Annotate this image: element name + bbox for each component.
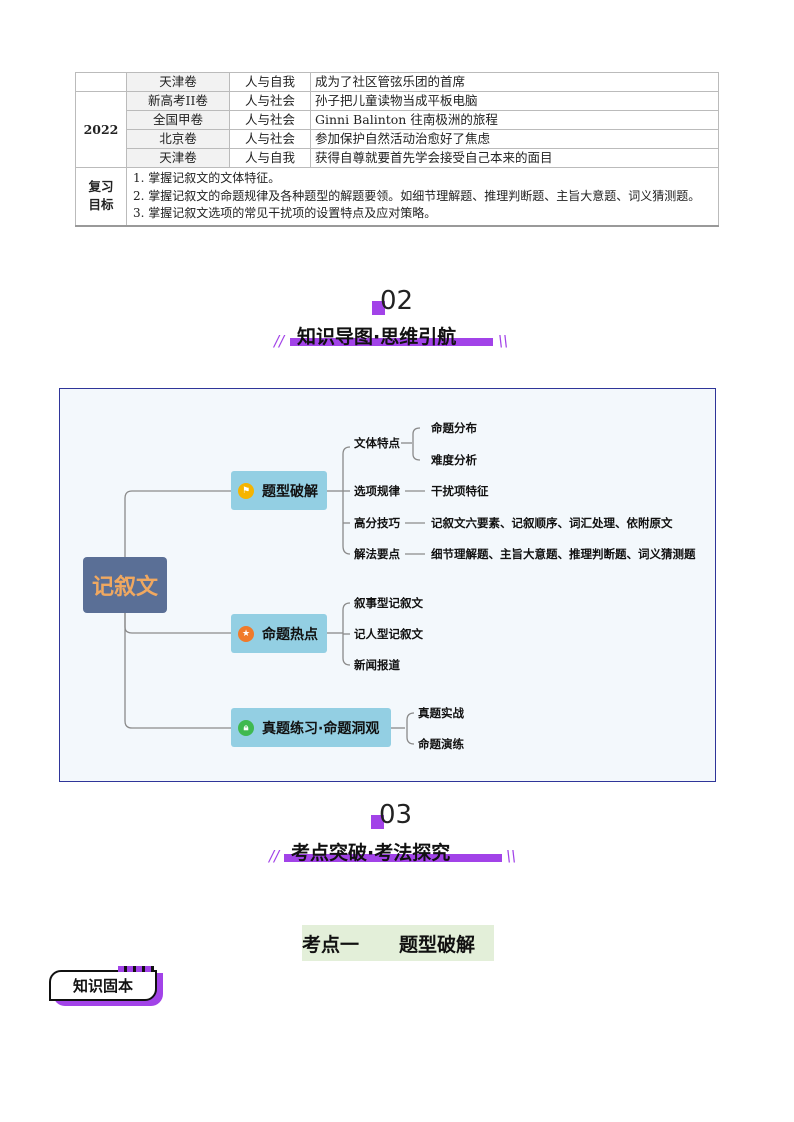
topic-label: 叙事型记叙文 bbox=[354, 596, 423, 610]
branch-practice: 🔒︎ 真题练习·命题洞观 bbox=[231, 708, 391, 747]
slash-decoration: // bbox=[274, 332, 285, 350]
title-underline bbox=[290, 338, 493, 346]
topic-label: 记人型记叙文 bbox=[354, 627, 423, 641]
exam-table: 天津卷 人与自我 成为了社区管弦乐团的首席 2022 新高考II卷 人与社会 孙… bbox=[75, 72, 719, 227]
goal-item: 2. 掌握记叙文的命题规律及各种题型的解题要领。如细节理解题、推理判断题、主旨大… bbox=[133, 188, 701, 203]
review-label: 复习目标 bbox=[75, 167, 127, 227]
star-icon: ★ bbox=[238, 625, 254, 642]
kaodian-heading: 考点一 题型破解 bbox=[302, 925, 494, 961]
paper-cell: 全国甲卷 bbox=[126, 110, 230, 130]
section-number: 03 bbox=[379, 800, 413, 830]
review-row: 复习目标 1. 掌握记叙文的文体特征。 2. 掌握记叙文的命题规律及各种题型的解… bbox=[75, 167, 719, 227]
topic-label: 真题实战 bbox=[418, 706, 464, 720]
topic-label: 命题演练 bbox=[418, 737, 464, 751]
theme-cell: 人与社会 bbox=[229, 91, 311, 111]
subtopic-label: 命题分布 bbox=[431, 421, 477, 435]
title-cell: 参加保护自然活动治愈好了焦虑 bbox=[310, 129, 719, 149]
paper-cell: 新高考II卷 bbox=[126, 91, 230, 111]
topic-label: 高分技巧 bbox=[354, 516, 400, 530]
paper-cell: 北京卷 bbox=[126, 129, 230, 149]
review-label-1: 复习 bbox=[88, 179, 114, 195]
section-marker bbox=[372, 301, 385, 315]
slash-decoration: \\ bbox=[506, 847, 517, 865]
slash-decoration: // bbox=[269, 847, 280, 865]
section-title: 考点突破·考法探究 bbox=[291, 842, 451, 864]
review-goals: 1. 掌握记叙文的文体特征。 2. 掌握记叙文的命题规律及各种题型的解题要领。如… bbox=[126, 167, 719, 227]
table-row: 全国甲卷 人与社会 Ginni Balinton 往南极洲的旅程 bbox=[76, 110, 719, 130]
kaodian-label: 考点一 bbox=[302, 933, 360, 956]
topic-label: 解法要点 bbox=[354, 547, 400, 561]
lock-icon: 🔒︎ bbox=[238, 719, 254, 736]
year-cell: 2022 bbox=[75, 91, 127, 168]
theme-cell: 人与自我 bbox=[229, 148, 311, 168]
table-row: 天津卷 人与自我 成为了社区管弦乐团的首席 bbox=[75, 72, 719, 92]
title-underline bbox=[284, 854, 502, 862]
topic-label: 选项规律 bbox=[354, 484, 400, 498]
topic-label: 文体特点 bbox=[354, 436, 400, 450]
goal-item: 1. 掌握记叙文的文体特征。 bbox=[133, 171, 281, 185]
branch-label: 真题练习·命题洞观 bbox=[262, 720, 380, 737]
section-marker bbox=[371, 815, 384, 829]
table-row: 2022 新高考II卷 人与社会 孙子把儿童读物当成平板电脑 bbox=[75, 91, 719, 168]
branch-label: 题型破解 bbox=[262, 483, 318, 500]
paper-cell: 天津卷 bbox=[126, 148, 230, 168]
section-number: 02 bbox=[380, 286, 414, 316]
slash-decoration: \\ bbox=[498, 332, 509, 350]
topic-label: 新闻报道 bbox=[354, 658, 400, 672]
section-title: 知识导图·思维引航 bbox=[297, 326, 457, 348]
subtopic-label: 难度分析 bbox=[431, 453, 477, 467]
flag-icon: ⚑ bbox=[238, 482, 254, 499]
branch-label: 命题热点 bbox=[262, 626, 318, 643]
branch-hotspots: ★ 命题热点 bbox=[231, 614, 327, 653]
subtopic-label: 细节理解题、主旨大意题、推理判断题、词义猜测题 bbox=[431, 547, 696, 561]
subtopic-label: 记叙文六要素、记叙顺序、词汇处理、依附原文 bbox=[431, 516, 673, 530]
branch-question-types: ⚑ 题型破解 bbox=[231, 471, 327, 510]
goal-item: 3. 掌握记叙文选项的常见干扰项的设置特点及应对策略。 bbox=[133, 206, 437, 220]
table-row: 北京卷 人与社会 参加保护自然活动治愈好了焦虑 bbox=[76, 129, 719, 149]
review-label-2: 目标 bbox=[88, 197, 114, 213]
knowledge-badge: 知识固本 bbox=[49, 970, 157, 1001]
kaodian-title: 题型破解 bbox=[399, 933, 476, 956]
subtopic-label: 干扰项特征 bbox=[431, 484, 489, 498]
mind-map-root: 记叙文 bbox=[83, 557, 167, 613]
badge-binder-decoration bbox=[118, 966, 154, 972]
